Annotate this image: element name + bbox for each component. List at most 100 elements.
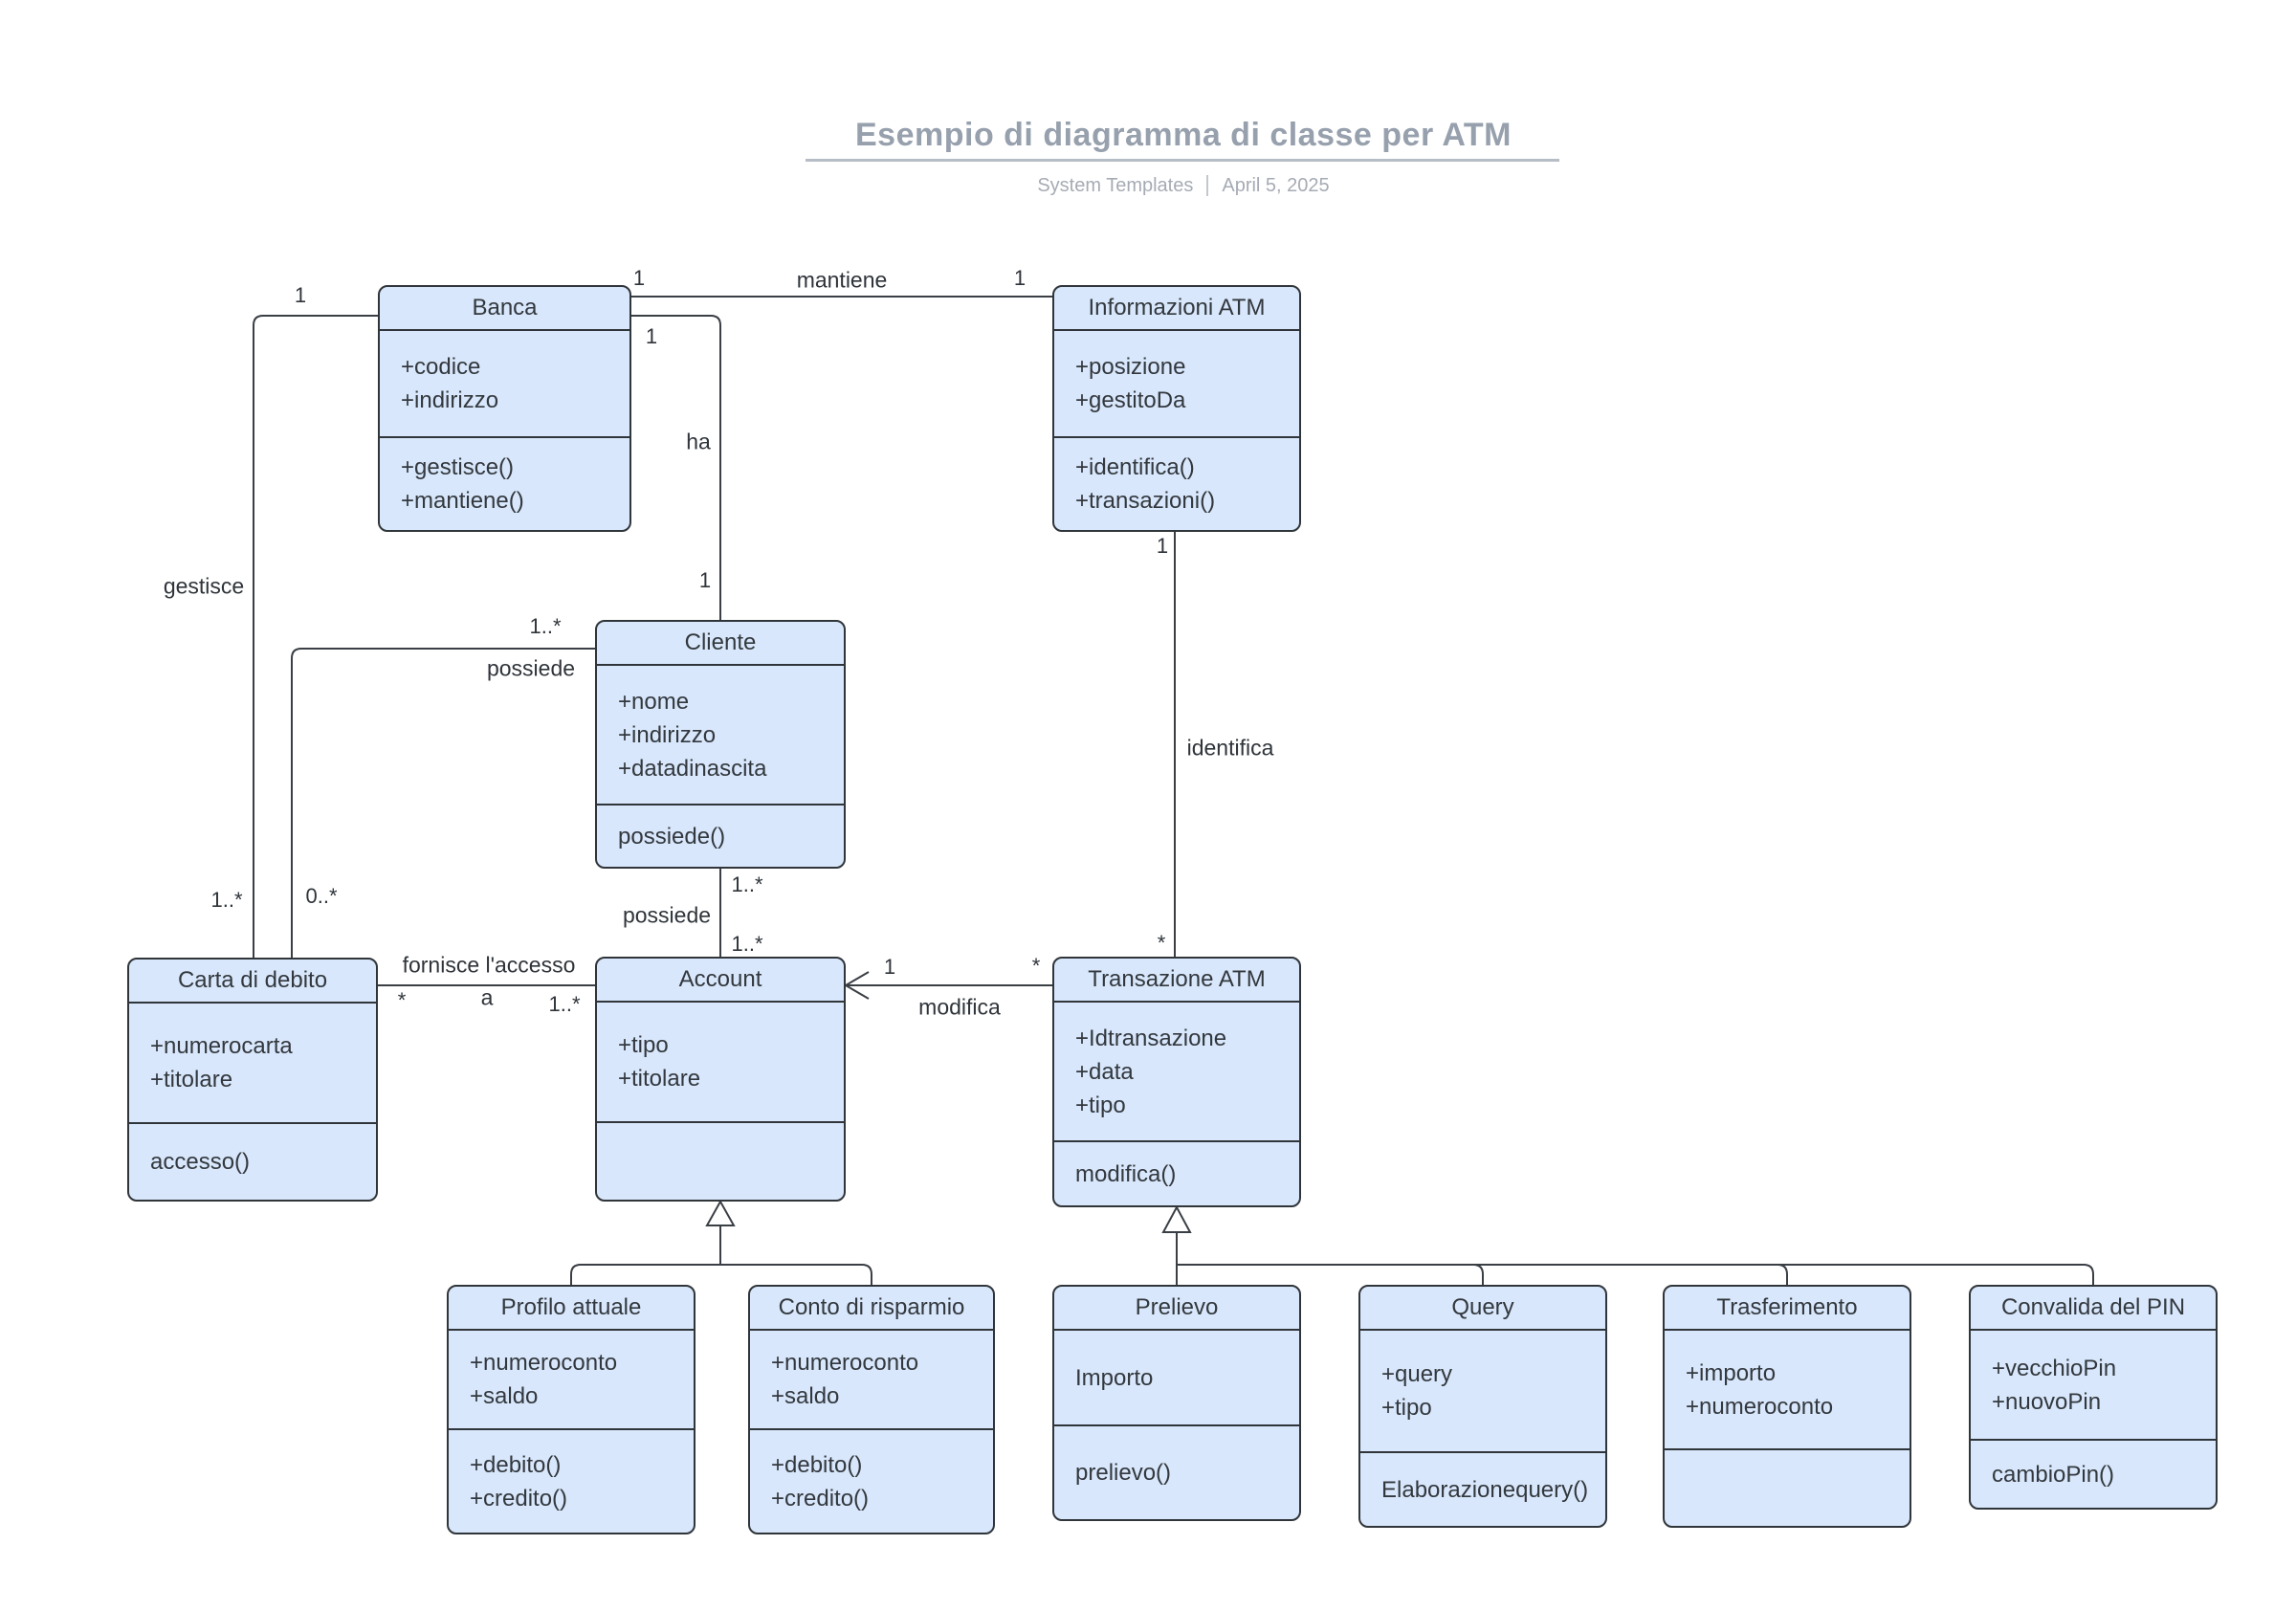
- class-attributes: +importo +numeroconto: [1665, 1331, 1910, 1450]
- edge-label-possiede-carta: possiede: [486, 655, 576, 681]
- operation: +debito(): [470, 1451, 562, 1478]
- class-operations: prelievo(): [1054, 1426, 1299, 1519]
- class-operations: accesso(): [129, 1124, 376, 1200]
- attribute: +importo: [1686, 1359, 1777, 1386]
- class-attributes: +tipo +titolare: [597, 1003, 844, 1123]
- gen-account-bus: [570, 1264, 872, 1285]
- attribute: +saldo: [470, 1383, 539, 1409]
- subtitle-separator: [1206, 175, 1209, 196]
- attribute: +data: [1075, 1058, 1134, 1085]
- operation: Elaborazionequery(): [1381, 1476, 1589, 1503]
- class-query: Query +query +tipo Elaborazionequery(): [1358, 1285, 1607, 1528]
- class-operations: +identifica() +transazioni(): [1054, 438, 1299, 530]
- attribute: +nuovoPin: [1992, 1388, 2102, 1415]
- class-title: Cliente: [597, 622, 844, 666]
- attribute: +gestitoDa: [1075, 387, 1186, 413]
- class-attributes: +nome +indirizzo +datadinascita: [597, 666, 844, 806]
- operation: +gestisce(): [401, 454, 515, 480]
- class-operations: [1665, 1450, 1910, 1526]
- class-attributes: Importo: [1054, 1331, 1299, 1426]
- gen-transazione-drop-trasferimento: [1777, 1264, 1788, 1285]
- attribute: +nome: [618, 688, 690, 715]
- mult-identifica-atm: 1: [1156, 534, 1169, 558]
- class-title: Account: [597, 959, 844, 1003]
- class-banca: Banca +codice +indirizzo +gestisce() +ma…: [378, 285, 631, 532]
- class-title: Carta di debito: [129, 960, 376, 1004]
- class-attributes: +numerocarta +titolare: [129, 1004, 376, 1124]
- class-title: Convalida del PIN: [1971, 1287, 2216, 1331]
- attribute: +vecchioPin: [1992, 1355, 2117, 1381]
- mult-possiede-carta-carta: 0..*: [305, 884, 338, 908]
- mult-modifica-account: 1: [883, 955, 896, 979]
- mult-gestisce-banca: 1: [294, 283, 307, 307]
- attribute: +tipo: [618, 1032, 669, 1058]
- mult-gestisce-carta: 1..*: [210, 888, 243, 912]
- class-title: Transazione ATM: [1054, 959, 1299, 1003]
- class-operations: +debito() +credito(): [449, 1430, 694, 1533]
- class-cliente: Cliente +nome +indirizzo +datadinascita …: [595, 620, 846, 869]
- edge-label-mantiene: mantiene: [796, 267, 888, 293]
- class-operations: +gestisce() +mantiene(): [380, 438, 629, 530]
- mult-modifica-transazione: *: [1031, 954, 1041, 978]
- attribute: +tipo: [1075, 1092, 1126, 1118]
- class-transazione-atm: Transazione ATM +Idtransazione +data +ti…: [1052, 957, 1301, 1207]
- class-title: Profilo attuale: [449, 1287, 694, 1331]
- mult-possiede-account-cliente: 1..*: [731, 872, 763, 896]
- class-operations: cambioPin(): [1971, 1441, 2216, 1508]
- edge-modifica-arrow: [845, 971, 1052, 1000]
- attribute: +numeroconto: [1686, 1393, 1834, 1420]
- class-prelievo: Prelievo Importo prelievo(): [1052, 1285, 1301, 1521]
- operation: +credito(): [771, 1485, 870, 1512]
- page-subtitle: System Templates April 5, 2025: [896, 172, 1470, 199]
- attribute: +numeroconto: [470, 1350, 618, 1376]
- class-title: Informazioni ATM: [1054, 287, 1299, 331]
- class-title: Query: [1360, 1287, 1605, 1331]
- attribute: +titolare: [618, 1066, 701, 1092]
- class-operations: Elaborazionequery(): [1360, 1453, 1605, 1526]
- class-attributes: +numeroconto +saldo: [449, 1331, 694, 1430]
- class-operations: modifica(): [1054, 1142, 1299, 1205]
- class-trasferimento: Trasferimento +importo +numeroconto: [1663, 1285, 1911, 1528]
- attribute: +codice: [401, 354, 481, 380]
- edge-label-ha: ha: [686, 429, 711, 454]
- edge-label-possiede-account: possiede: [622, 902, 712, 928]
- class-title: Trasferimento: [1665, 1287, 1910, 1331]
- gen-transazione-bus: [1177, 1264, 2094, 1285]
- operation: +credito(): [470, 1485, 568, 1512]
- edge-label-identifica: identifica: [1186, 735, 1274, 761]
- edge-label-gestisce: gestisce: [163, 573, 245, 599]
- mult-possiede-carta-cliente: 1..*: [529, 614, 562, 638]
- operation: modifica(): [1075, 1160, 1177, 1187]
- class-operations: possiede(): [597, 806, 844, 867]
- class-attributes: +query +tipo: [1360, 1331, 1605, 1453]
- operation: cambioPin(): [1992, 1461, 2115, 1488]
- class-title: Conto di risparmio: [750, 1287, 993, 1331]
- subtitle-author: System Templates: [1037, 174, 1194, 196]
- class-attributes: +vecchioPin +nuovoPin: [1971, 1331, 2216, 1441]
- mult-ha-banca: 1: [645, 324, 658, 348]
- class-conto-di-risparmio: Conto di risparmio +numeroconto +saldo +…: [748, 1285, 995, 1534]
- operation: possiede(): [618, 823, 726, 850]
- class-title: Prelievo: [1054, 1287, 1299, 1331]
- title-underline: [806, 159, 1559, 162]
- class-attributes: +numeroconto +saldo: [750, 1331, 993, 1430]
- gen-transazione-triangle-icon: [1161, 1204, 1192, 1233]
- subtitle-date: April 5, 2025: [1222, 174, 1330, 196]
- edge-label-fornisce-line1: fornisce l'accesso: [402, 952, 576, 978]
- mult-possiede-account-account: 1..*: [731, 932, 763, 956]
- mult-ha-cliente: 1: [698, 568, 712, 592]
- class-operations: +debito() +credito(): [750, 1430, 993, 1533]
- mult-identifica-transazione: *: [1157, 931, 1166, 955]
- attribute: +saldo: [771, 1383, 840, 1409]
- attribute: +tipo: [1381, 1395, 1432, 1421]
- attribute: +indirizzo: [618, 721, 717, 748]
- attribute: +datadinascita: [618, 755, 767, 782]
- gen-account-triangle-icon: [705, 1199, 736, 1226]
- attribute: +query: [1381, 1361, 1453, 1387]
- class-attributes: +Idtransazione +data +tipo: [1054, 1003, 1299, 1142]
- edge-label-fornisce-line2: a: [480, 984, 494, 1010]
- gen-transazione-drop-query: [1472, 1264, 1484, 1285]
- attribute: +posizione: [1075, 354, 1186, 380]
- operation: +transazioni(): [1075, 488, 1216, 514]
